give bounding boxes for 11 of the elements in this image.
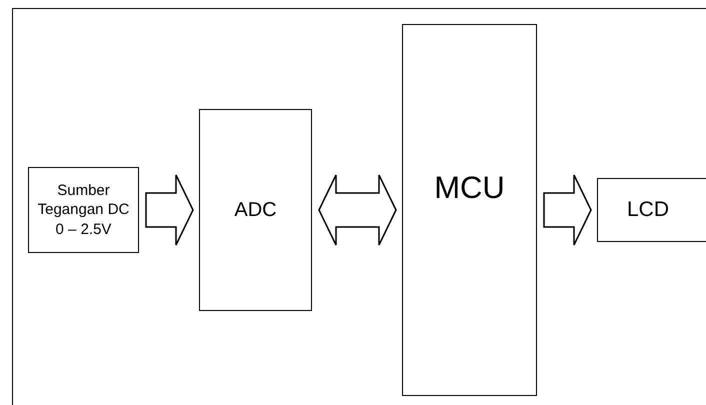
block-label: LCD	[626, 197, 670, 224]
block-box	[199, 109, 312, 311]
block-arrow	[543, 174, 592, 246]
block-box	[402, 24, 537, 396]
block-box	[28, 167, 139, 253]
block-box	[597, 178, 706, 242]
block-arrow	[318, 174, 397, 246]
block-label: ADC	[233, 198, 278, 223]
block-label: Sumber Tegangan DC 0 – 2.5V	[36, 180, 130, 240]
block-arrow	[145, 174, 194, 246]
block-label: MCU	[433, 169, 506, 207]
